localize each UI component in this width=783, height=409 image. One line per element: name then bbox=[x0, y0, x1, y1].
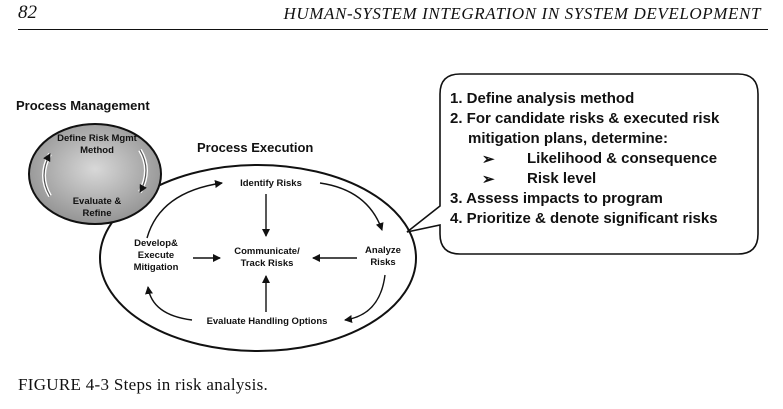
callout-item-1: 1. Define analysis method bbox=[450, 90, 635, 107]
evaluate-refine-label: Evaluate & Refine bbox=[72, 196, 122, 219]
define-risk-method-label: Define Risk Mgmt Method bbox=[57, 133, 137, 156]
callout-item-2-line-2: mitigation plans, determine: bbox=[468, 130, 669, 147]
identify-risks-label: Identify Risks bbox=[240, 178, 302, 189]
figure-caption: FIGURE 4-3 Steps in risk analysis. bbox=[18, 375, 269, 394]
callout-item-3: 3. Assess impacts to program bbox=[450, 190, 663, 207]
header-rule bbox=[18, 29, 768, 30]
running-head: HUMAN-SYSTEM INTEGRATION IN SYSTEM DEVEL… bbox=[283, 4, 761, 23]
callout-item-2-line-1: 2. For candidate risks & executed risk bbox=[450, 110, 720, 127]
callout-item-4: 4. Prioritize & denote significant risks bbox=[450, 210, 718, 227]
callout-sub-item-2: Risk level bbox=[527, 170, 597, 187]
process-execution-ellipse bbox=[99, 164, 417, 352]
arrow-develop-to-identify bbox=[146, 180, 223, 239]
analyze-risks-label: Analyze Risks bbox=[365, 245, 401, 268]
process-management-ellipse bbox=[28, 123, 162, 225]
evaluate-handling-options-label: Evaluate Handling Options bbox=[206, 316, 328, 327]
arrow-identify-to-analyze bbox=[319, 182, 384, 231]
arrow-analyze-to-evaluate bbox=[344, 274, 386, 323]
bullet-arrow-icon: ➢ bbox=[482, 151, 495, 168]
process-execution-title: Process Execution bbox=[197, 140, 314, 155]
arrow-evaluate-to-develop bbox=[145, 286, 193, 321]
page-number: 82 bbox=[18, 2, 37, 23]
develop-execute-mitigation-label: Develop& Execute Mitigation bbox=[133, 238, 179, 273]
process-management-title: Process Management bbox=[16, 98, 150, 113]
callout-sub-item-1: Likelihood & consequence bbox=[527, 150, 718, 167]
communicate-track-risks-label: Communicate/ Track Risks bbox=[234, 246, 300, 269]
callout-bubble bbox=[406, 73, 759, 255]
bullet-arrow-icon: ➢ bbox=[482, 171, 495, 188]
